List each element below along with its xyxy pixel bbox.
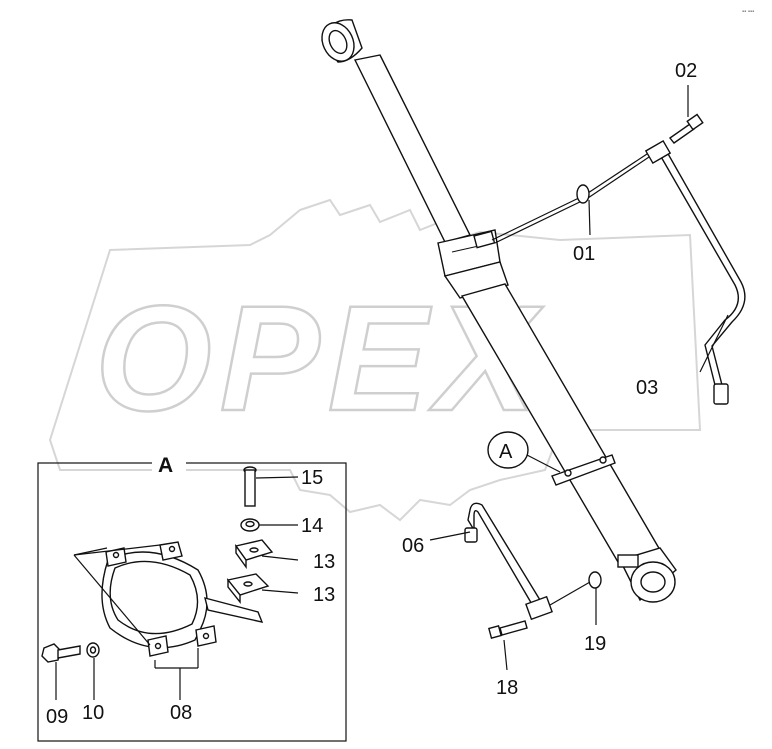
watermark-logo: OPEX (48, 198, 702, 522)
watermark-gear (48, 198, 702, 522)
bolt-15 (243, 466, 257, 507)
clamp-block-13-lower (226, 573, 270, 604)
band-clamp-08 (101, 541, 264, 657)
fitting-upper (644, 139, 672, 165)
pipe-03 (658, 151, 746, 386)
callout-a: A (487, 431, 561, 473)
pipe-03-end-fitting (713, 383, 729, 405)
part-label-02: 02 (675, 60, 697, 82)
hydraulic-cylinder (321, 19, 677, 603)
bolt-18 (488, 620, 528, 639)
detail-view-a: A (37, 452, 347, 742)
watermark-text: OPEX (95, 274, 544, 442)
o-ring-01 (576, 184, 590, 204)
upper-pipe (491, 113, 746, 405)
part-label-19: 19 (584, 633, 606, 655)
part-label-06: 06 (402, 535, 424, 557)
lower-pipe (464, 502, 602, 639)
pipe-06-end-fitting (464, 527, 478, 543)
part-label-13-upper: 13 (313, 551, 335, 573)
part-label-10: 10 (82, 702, 104, 724)
callout-a-label: A (499, 441, 513, 463)
o-ring-19 (588, 571, 602, 589)
bolt-09 (41, 643, 81, 663)
detail-view-label: A (158, 454, 173, 477)
cylinder-top-eye (321, 19, 363, 63)
washer-14 (240, 518, 260, 532)
part-label-13-lower: 13 (313, 584, 335, 606)
part-label-01: 01 (573, 243, 595, 265)
clamp-block-13-upper (234, 539, 274, 570)
corner-mark: ▪▪ ▪▪▪ (742, 9, 754, 15)
part-label-14: 14 (301, 515, 323, 537)
pipe-06 (467, 502, 541, 608)
part-label-15: 15 (301, 467, 323, 489)
washer-10 (86, 642, 100, 658)
part-label-18: 18 (496, 677, 518, 699)
part-label-03: 03 (636, 377, 658, 399)
part-label-09: 09 (46, 706, 68, 728)
barrel-clamp (551, 454, 616, 486)
part-label-08: 08 (170, 702, 192, 724)
cylinder-gland (437, 229, 509, 299)
fitting-lower (525, 595, 553, 621)
cylinder-bottom-eye (617, 547, 677, 603)
bolt-02 (668, 113, 704, 144)
detail-frame (37, 462, 347, 742)
leader-lines (429, 85, 729, 671)
